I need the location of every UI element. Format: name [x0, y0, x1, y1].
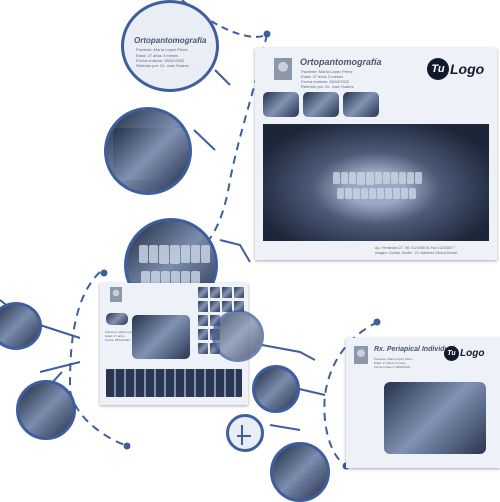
periapical-logo: Tu Logo [444, 346, 484, 361]
tooth-measure-tick [237, 435, 251, 437]
series-strip [106, 369, 242, 397]
series-grid-6 [210, 301, 220, 312]
series-zoom-bubble [212, 310, 264, 362]
periapical-line-2: Fecha emisión: 28/02/2020 [374, 365, 411, 369]
right-premolar-bubble [270, 442, 330, 502]
logo-badge: Tu [427, 58, 449, 80]
series-patient-photo [110, 287, 122, 302]
panoramic-footer-1: Ap. Fernández 27, Tel. 012345678, Fax 01… [375, 246, 455, 250]
incisor-upper [139, 245, 210, 264]
periapical-logo-badge: Tu [444, 346, 459, 361]
series-main-xray [132, 315, 190, 359]
logo-word: Logo [450, 61, 485, 77]
periapical-series-sheet: Paciente: María López Pérez Edad: 27 año… [100, 283, 248, 405]
measurement-bubble [226, 414, 264, 452]
bitewing-thumb-3 [343, 92, 379, 117]
periapical-xray [384, 382, 486, 454]
bubble-line-1: Edad: 27 años 3 meses [136, 53, 179, 58]
series-line-1: Paciente: María López Pérez [105, 330, 144, 334]
panoramic-footer-2: Imagen, Ciudad. Sevilla · Dr. Martínez C… [375, 251, 457, 255]
series-grid-5 [198, 301, 208, 312]
series-line-2: Edad: 27 años [105, 334, 125, 338]
lower-teeth [337, 188, 416, 199]
info-bubble: Ortopantomografía Paciente: María López … [121, 0, 219, 92]
bitewing-thumb-1 [263, 92, 299, 117]
molar-thumb [113, 128, 189, 180]
bubble-title: Ortopantomografía [134, 36, 207, 45]
series-grid-4 [234, 287, 244, 298]
periapical-title: Rx. Periapical Individual [374, 346, 455, 353]
series-grid-8 [234, 301, 244, 312]
periapical-patient-photo [354, 346, 368, 364]
left-root-bubble [16, 380, 76, 440]
panoramic-line-2: Fecha emisión: 28/02/2020 [301, 79, 350, 84]
series-grid-10 [210, 315, 220, 326]
panoramic-patient: Paciente: María López Pérez [301, 69, 353, 74]
right-molar-bubble [252, 365, 300, 413]
series-grid-11 [198, 329, 208, 340]
bubble-line-3: Referido por: Dr. José Suárez [136, 63, 189, 68]
series-grid-7 [222, 301, 232, 312]
series-grid-13 [198, 343, 208, 354]
bubble-patient: Paciente: María López Pérez [136, 47, 188, 52]
periapical-individual-sheet: Rx. Periapical Individual Paciente: Marí… [346, 338, 500, 468]
patient-photo [274, 58, 292, 80]
periapical-logo-word: Logo [460, 348, 485, 359]
clinic-logo: Tu Logo [427, 58, 484, 80]
panoramic-line-1: Edad: 27 años 3 meses [301, 74, 344, 79]
upper-teeth [333, 172, 422, 185]
panoramic-xray [263, 124, 489, 241]
series-grid-1 [198, 287, 208, 298]
series-grid-9 [198, 315, 208, 326]
molar-zoom-bubble [104, 107, 192, 195]
series-grid-3 [222, 287, 232, 298]
series-grid-2 [210, 287, 220, 298]
series-thumb-left [106, 313, 128, 325]
periapical-patient: Paciente: María López Pérez [374, 357, 413, 361]
periapical-line-1: Edad: 27 años 3 meses [374, 361, 406, 365]
bitewing-thumb-2 [303, 92, 339, 117]
left-molar-bubble [0, 302, 42, 350]
panoramic-report-sheet: Ortopantomografía Paciente: María López … [255, 48, 497, 260]
incisor-lower [141, 271, 200, 287]
panoramic-title: Ortopantomografía [300, 57, 382, 67]
panoramic-line-3: Referido por: Dr. José Suárez [301, 84, 354, 89]
bubble-line-2: Fecha emisión: 28/02/2020 [136, 58, 185, 63]
series-line-3: Fecha: 28/02/2020 [105, 338, 131, 342]
